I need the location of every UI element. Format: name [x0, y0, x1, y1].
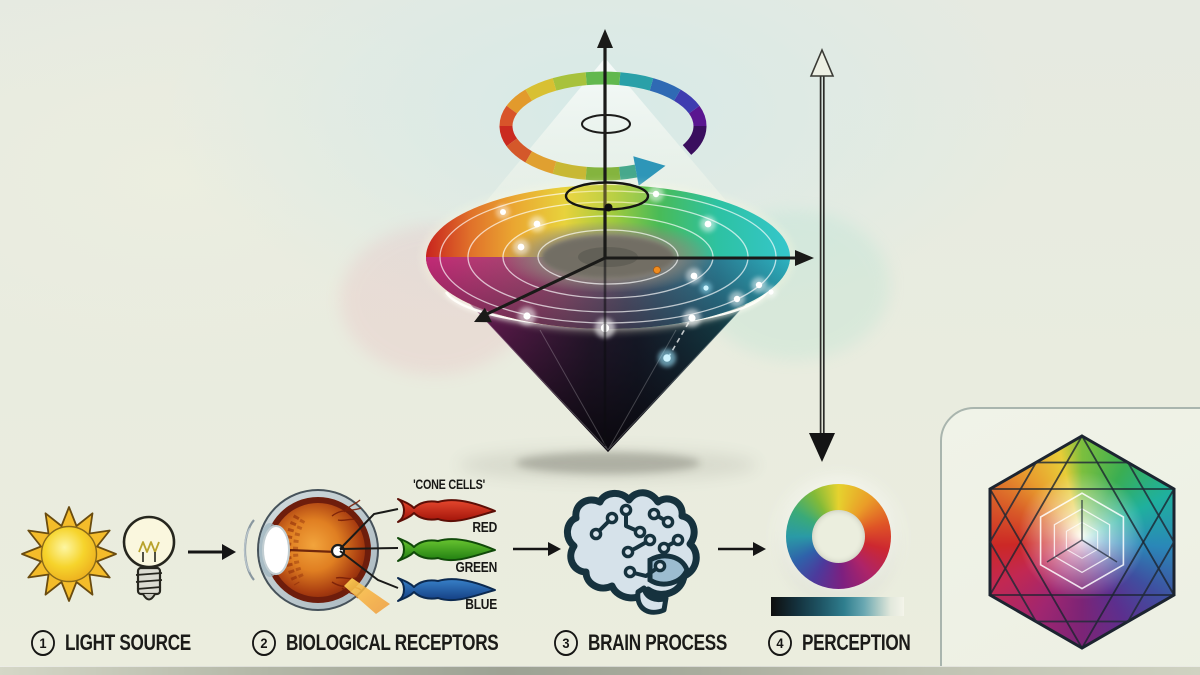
- color-wheel-icon: [786, 484, 891, 589]
- axes: [474, 29, 814, 446]
- cone-connector-lines: [339, 508, 399, 589]
- step-3-brain-process: 3 BRAIN PROCESS: [553, 630, 766, 656]
- cone-label-red: RED: [472, 519, 497, 536]
- cone-cell-red-icon: [397, 498, 496, 523]
- dashed-guide-line: [667, 285, 711, 359]
- cone-wireframe: [467, 301, 749, 451]
- step-1-label: LIGHT SOURCE: [65, 630, 191, 655]
- solid-down-arrowhead: [809, 433, 835, 462]
- value-axis-arrow: [809, 47, 835, 462]
- color-cube-wireframe: [988, 434, 1176, 650]
- ring-arrowhead: [633, 156, 666, 186]
- cone-label-green: GREEN: [455, 559, 498, 576]
- eye-icon: [243, 489, 390, 614]
- cube-center-edges: [1046, 500, 1118, 563]
- axis-ellipse-small: [581, 114, 631, 134]
- brain-icon: [564, 489, 700, 615]
- bicone-lower-cone: [426, 257, 790, 452]
- cone-cell-green-icon: [397, 537, 496, 562]
- step-2-label: BIOLOGICAL RECEPTORS: [286, 630, 499, 655]
- step-1-light-source: 1 LIGHT SOURCE: [30, 630, 226, 656]
- optic-glow: [344, 578, 390, 614]
- cone-cells-heading: 'CONE CELLS': [413, 477, 485, 492]
- bulb-icon: [122, 515, 176, 601]
- step-4-label: PERCEPTION: [802, 630, 911, 655]
- cone-label-blue: BLUE: [465, 596, 497, 613]
- step-1-number: 1: [31, 630, 55, 656]
- brain-stem: [635, 585, 669, 615]
- hollow-up-arrowhead: [809, 47, 835, 77]
- cone-cell-blue-icon: [397, 577, 496, 602]
- circuit-nodes: [589, 503, 685, 579]
- flow-arrow-3: [718, 542, 766, 556]
- step-2-number: 2: [252, 630, 276, 656]
- axis-ellipse-yellow: [564, 181, 650, 212]
- orange-point: [653, 266, 661, 274]
- step-2-biological-receptors: 2 BIOLOGICAL RECEPTORS: [251, 630, 558, 656]
- flow-arrow-1: [188, 544, 236, 560]
- hue-rotation-ring: [499, 71, 707, 186]
- bottom-edge-strip: [0, 666, 1200, 675]
- step-3-label: BRAIN PROCESS: [588, 630, 727, 655]
- step-3-number: 3: [554, 630, 578, 656]
- glow-dots: [496, 186, 777, 367]
- bicone-shadow: [458, 449, 758, 481]
- value-gradient-bar: [771, 597, 904, 616]
- sun-icon: [21, 506, 117, 602]
- flow-arrow-2: [513, 542, 561, 556]
- step-4-number: 4: [768, 630, 792, 656]
- step-4-perception: 4 PERCEPTION: [767, 630, 941, 656]
